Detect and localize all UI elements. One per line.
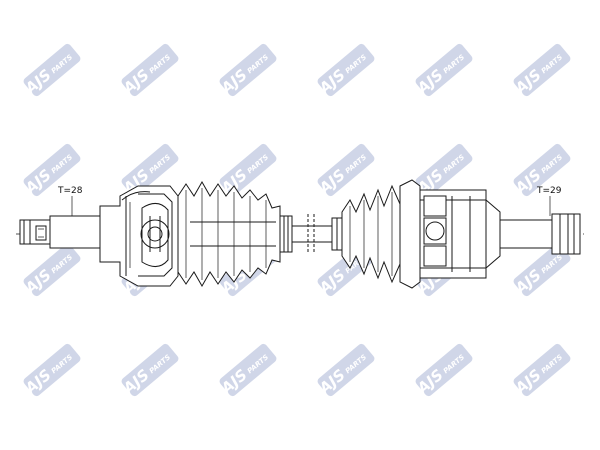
left-teeth-label: T=28 <box>57 186 83 196</box>
right-boot <box>341 184 401 284</box>
left-spline-stub <box>19 210 101 254</box>
main-shaft <box>291 214 333 254</box>
right-inner-joint <box>399 179 501 289</box>
right-spline-stub <box>499 213 581 255</box>
right-teeth-label: T=29 <box>536 186 562 196</box>
drive-shaft <box>16 179 584 289</box>
left-cv-joint <box>99 185 179 287</box>
left-boot-clamp <box>279 215 293 253</box>
left-boot <box>177 180 281 288</box>
right-boot-clamp <box>331 217 343 251</box>
